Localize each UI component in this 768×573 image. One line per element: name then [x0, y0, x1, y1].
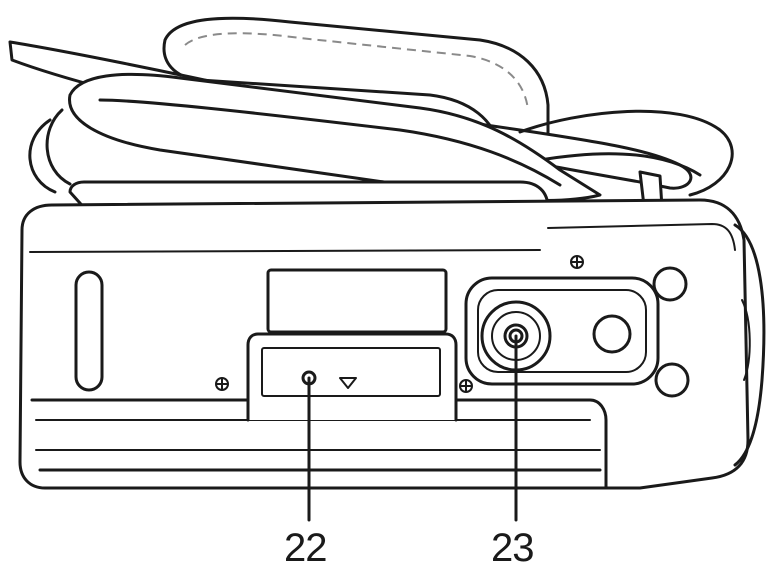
callout-22-label: 22 — [284, 526, 327, 570]
callout-22-leader — [301, 370, 317, 522]
screw-top-right — [570, 255, 584, 269]
screw-left — [215, 377, 229, 391]
callout-23-label: 23 — [491, 526, 534, 570]
hand-strap — [8, 16, 734, 210]
screw-center — [459, 379, 473, 393]
camera-body — [18, 180, 766, 490]
callout-23-leader — [508, 328, 524, 522]
